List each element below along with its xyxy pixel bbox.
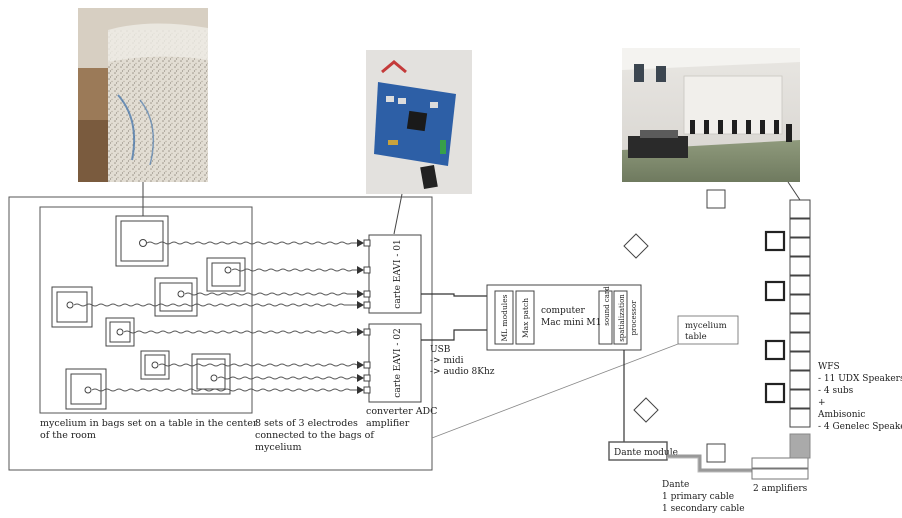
dante-module [608, 441, 668, 461]
amp-speaker-link [789, 433, 811, 459]
mycelium-table-line2: table [685, 332, 707, 342]
mycelium-bags-line2: of the room [40, 430, 96, 441]
electrode-wire [231, 268, 357, 272]
electrode-wire [146, 241, 357, 245]
dante-cables-line1: Dante [662, 480, 689, 490]
converter-line2: amplifier [366, 418, 410, 429]
photo3-connector [787, 181, 801, 201]
mycelium-bag [206, 257, 246, 292]
carte2-computer-link [421, 329, 487, 341]
amplifiers [751, 457, 809, 480]
wfs-line4: + [818, 398, 826, 408]
mycelium-bag [191, 353, 231, 395]
carte1-computer-link [421, 293, 487, 297]
studio-room-photo [622, 48, 800, 182]
electrode-wire [91, 388, 357, 392]
dante-cables-line3: 1 secondary cable [662, 504, 745, 514]
electrodes-line1: 8 sets of 3 electrodes [255, 418, 358, 429]
wfs-line3: - 4 subs [818, 386, 854, 396]
room-square-marker [706, 189, 726, 209]
ml-modules-label: ML modules [500, 294, 509, 341]
mycelium-bag-photo [78, 8, 208, 182]
mycelium-table-pointer [431, 343, 679, 439]
mycelium-bag [115, 215, 169, 267]
mycelium-bags-line1: mycelium in bags set on a table in the c… [40, 418, 258, 429]
photo2-connector [393, 193, 403, 235]
computer-block [486, 284, 642, 351]
carte-eavi-01-label: carte EAVI - 01 [393, 239, 403, 308]
subwoofers [764, 230, 786, 404]
mycelium-bag-group [51, 215, 246, 410]
electrode-wire [158, 363, 358, 367]
amplifiers-label: 2 amplifiers [753, 484, 808, 494]
electrode-wire [123, 330, 357, 334]
processor-label: processor [630, 300, 638, 336]
wfs-line1: WFS [818, 362, 840, 372]
electrode-wire [184, 292, 357, 296]
mycelium-table-line1: mycelium [685, 321, 727, 331]
electrode-wires [73, 241, 358, 392]
carte-eavi-01 [363, 234, 422, 314]
room-square-marker [706, 443, 726, 463]
wire-arrowheads [357, 239, 364, 394]
sound-card-label: sound card [603, 286, 611, 326]
electrode-wire [217, 376, 357, 380]
electrodes-line3: mycelium [255, 442, 302, 453]
table-frame [39, 206, 253, 414]
electronic-board-photo [366, 50, 472, 194]
wfs-line2: - 11 UDX Speakers [818, 374, 902, 384]
room-diamond-marker [623, 233, 649, 259]
carte-eavi-02-label: carte EAVI - 02 [393, 328, 403, 397]
usb-label-line3: -> audio 8Khz [430, 367, 495, 377]
spatialization-label: spatialization [618, 294, 626, 342]
computer-label-line2: Mac mini M1 [541, 318, 601, 328]
usb-label-line1: USB [430, 345, 451, 355]
electrode-wire [73, 303, 357, 307]
mycelium-bag [51, 286, 93, 328]
max-patch-label: Max patch [521, 298, 530, 338]
mycelium-bag [65, 368, 107, 410]
electrodes-line2: connected to the bags of [255, 430, 375, 441]
usb-label-line2: -> midi [430, 356, 464, 366]
dante-cables-line2: 1 primary cable [662, 492, 734, 502]
dante-module-label: Dante module [614, 448, 678, 458]
mycelium-bag [154, 277, 198, 317]
converter-line1: converter ADC [366, 406, 437, 417]
wfs-line6: - 4 Genelec Speakers [818, 422, 902, 432]
speaker-array [789, 199, 811, 428]
computer-label-line1: computer [541, 306, 585, 316]
mycelium-table-box [677, 315, 739, 345]
detail-frame [8, 196, 433, 471]
wfs-line5: Ambisonic [817, 410, 865, 420]
room-diamond-marker [633, 397, 659, 423]
carte-eavi-02 [363, 323, 422, 403]
dante-cable [667, 454, 752, 472]
